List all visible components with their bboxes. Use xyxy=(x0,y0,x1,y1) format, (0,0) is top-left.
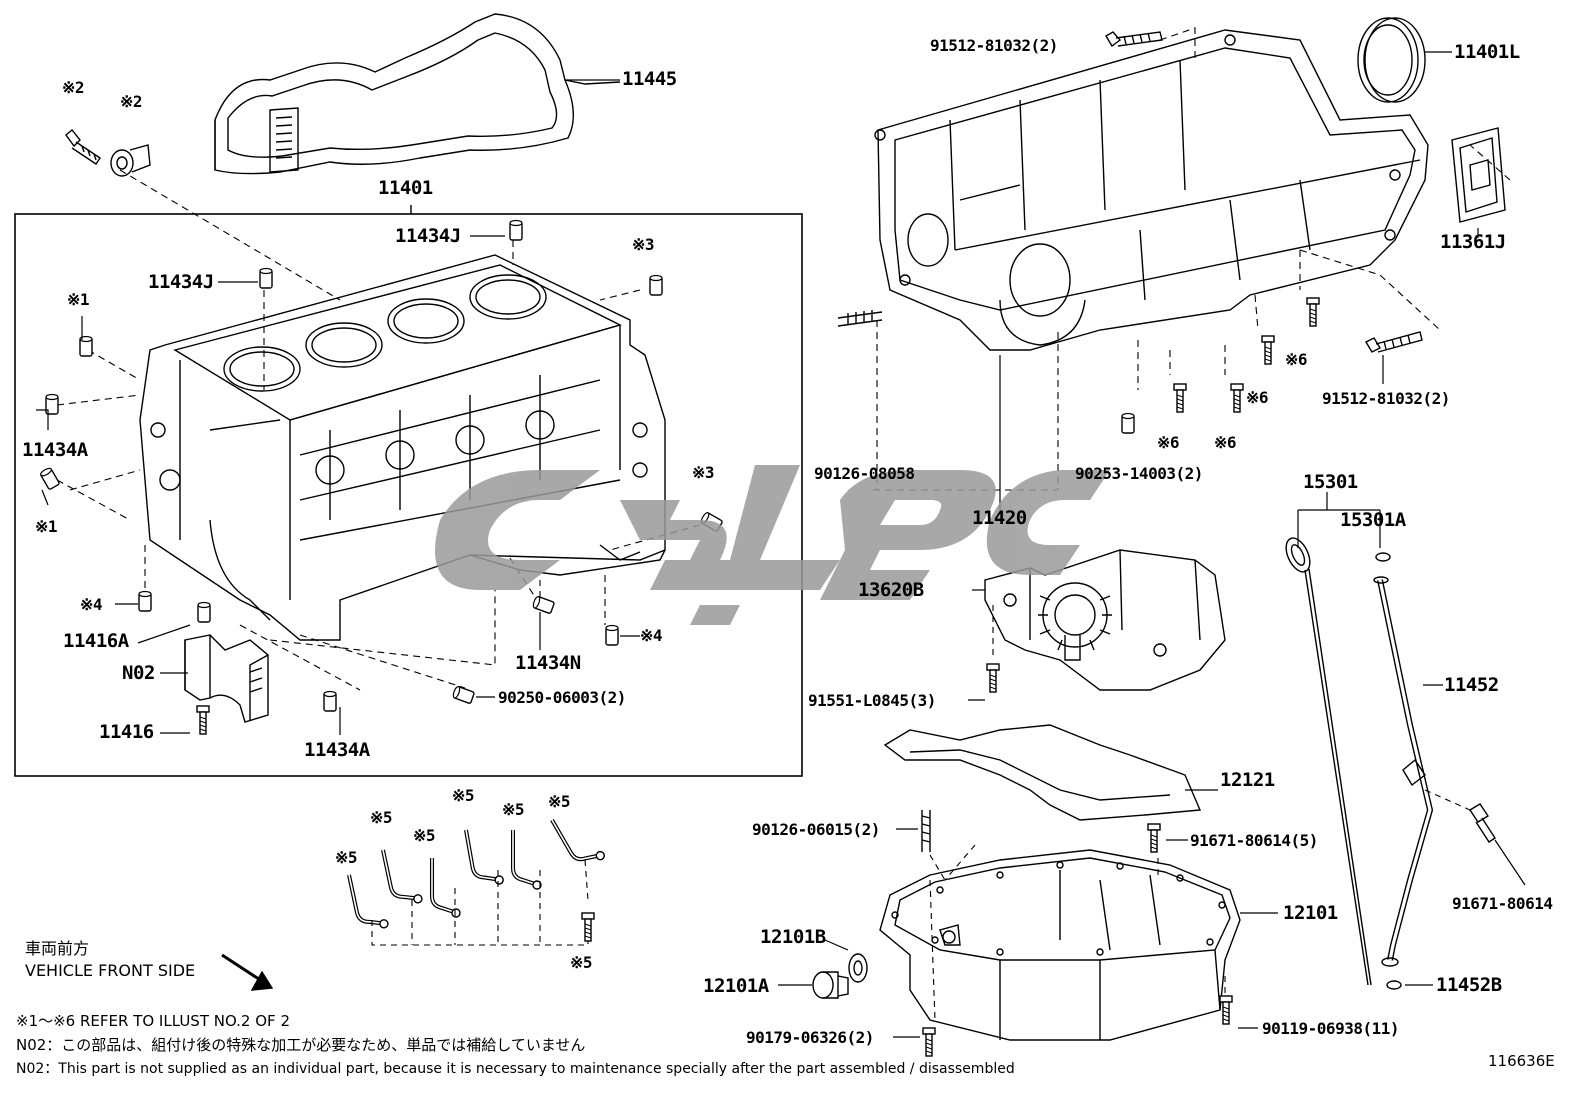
part-label-91671-80614: 91671-80614 xyxy=(1452,894,1553,913)
oil-pump-13620B xyxy=(984,549,1226,691)
part-label-N02: N02 xyxy=(122,662,155,684)
part-label-90250: 90250-06003(2) xyxy=(498,688,626,707)
part-label-91512-right: 91512-81032(2) xyxy=(1322,389,1450,408)
ref-mark-5g: ※5 xyxy=(570,953,593,972)
ref-mark-3b: ※3 xyxy=(692,463,715,482)
ref-mark-6b: ※6 xyxy=(1246,388,1269,407)
part-label-12101B: 12101B xyxy=(760,926,826,948)
bearing-cap-n02 xyxy=(184,634,269,723)
part-label-11401L: 11401L xyxy=(1454,41,1520,63)
part-label-13620B: 13620B xyxy=(858,579,924,601)
drain-plug xyxy=(812,971,849,999)
ref-mark-1a: ※1 xyxy=(67,290,90,309)
dipstick-guide-11452 xyxy=(1373,576,1434,967)
part-label-90179: 90179-06326(2) xyxy=(746,1028,874,1047)
part-label-12101: 12101 xyxy=(1283,902,1338,924)
dipstick-15301 xyxy=(1285,537,1372,986)
part-label-11434A-bottom: 11434A xyxy=(304,739,370,761)
vehicle-front-en: VEHICLE FRONT SIDE xyxy=(25,961,196,980)
ref-mark-6a: ※6 xyxy=(1285,350,1308,369)
ref-mark-6c: ※6 xyxy=(1157,433,1180,452)
oil-pan-upper-11420 xyxy=(874,29,1429,351)
cover-11445 xyxy=(214,13,621,175)
ref-mark-4b: ※4 xyxy=(640,626,663,645)
ref-mark-5d: ※5 xyxy=(452,786,475,805)
ref-mark-3a: ※3 xyxy=(632,235,655,254)
oil-pan-12101 xyxy=(879,849,1241,1041)
refer-note: ※1～※6 REFER TO ILLUST NO.2 OF 2 xyxy=(16,1012,290,1030)
part-label-12101A: 12101A xyxy=(703,975,769,997)
baffle-plate-12121 xyxy=(883,724,1202,821)
ref-mark-5e: ※5 xyxy=(502,800,525,819)
vehicle-front-jp: 車両前方 xyxy=(25,939,90,958)
part-label-90126-06015: 90126-06015(2) xyxy=(752,820,880,839)
part-label-11452: 11452 xyxy=(1444,674,1499,696)
part-label-11420: 11420 xyxy=(972,507,1027,529)
ref-mark-5f: ※5 xyxy=(548,792,571,811)
gasket-11361J xyxy=(1451,127,1506,223)
part-label-91671-80614-5: 91671-80614(5) xyxy=(1190,831,1318,850)
part-label-11434J-left: 11434J xyxy=(148,271,214,293)
ref-mark-5a: ※5 xyxy=(335,848,358,867)
n02-note-jp: N02：この部品は、組付け後の特殊な加工が必要なため、単品では補給していません xyxy=(16,1036,586,1054)
part-label-11401: 11401 xyxy=(378,177,433,199)
part-label-11416A: 11416A xyxy=(63,630,129,652)
part-label-12121: 12121 xyxy=(1220,769,1275,791)
part-label-11434J-top: 11434J xyxy=(395,225,461,247)
part-label-15301A: 15301A xyxy=(1340,509,1406,531)
ref-mark-2b: ※2 xyxy=(120,92,143,111)
ref-mark-6d: ※6 xyxy=(1214,433,1237,452)
part-label-90119: 90119-06938(11) xyxy=(1262,1019,1400,1038)
part-label-11434N: 11434N xyxy=(515,652,581,674)
watermark-logo xyxy=(435,465,1110,625)
drain-washer xyxy=(848,953,868,983)
ref-mark-1b: ※1 xyxy=(35,517,58,536)
part-label-11452B: 11452B xyxy=(1436,974,1502,996)
part-label-90126-08058: 90126-08058 xyxy=(814,464,915,483)
ref-mark-4a: ※4 xyxy=(80,595,103,614)
cylinder-block xyxy=(139,254,666,641)
ref-mark-5b: ※5 xyxy=(370,808,393,827)
block-frame xyxy=(14,213,803,777)
n02-note-en: N02：This part is not supplied as an indi… xyxy=(16,1061,1015,1077)
part-label-90253: 90253-14003(2) xyxy=(1075,464,1203,483)
part-label-91551: 91551-L0845(3) xyxy=(808,691,936,710)
ref-mark-2a: ※2 xyxy=(62,78,85,97)
part-label-11361J: 11361J xyxy=(1440,231,1506,253)
part-label-11416: 11416 xyxy=(99,721,154,743)
part-label-15301: 15301 xyxy=(1303,471,1358,493)
part-label-11434A-left: 11434A xyxy=(22,439,88,461)
oil-seal-11401L xyxy=(1357,17,1426,103)
ref-mark-5c: ※5 xyxy=(413,826,436,845)
part-label-91512-top: 91512-81032(2) xyxy=(930,36,1058,55)
illustration-code: 116636E xyxy=(1488,1052,1555,1070)
part-label-11445: 11445 xyxy=(622,68,677,90)
bolt-mark2 xyxy=(65,129,151,177)
